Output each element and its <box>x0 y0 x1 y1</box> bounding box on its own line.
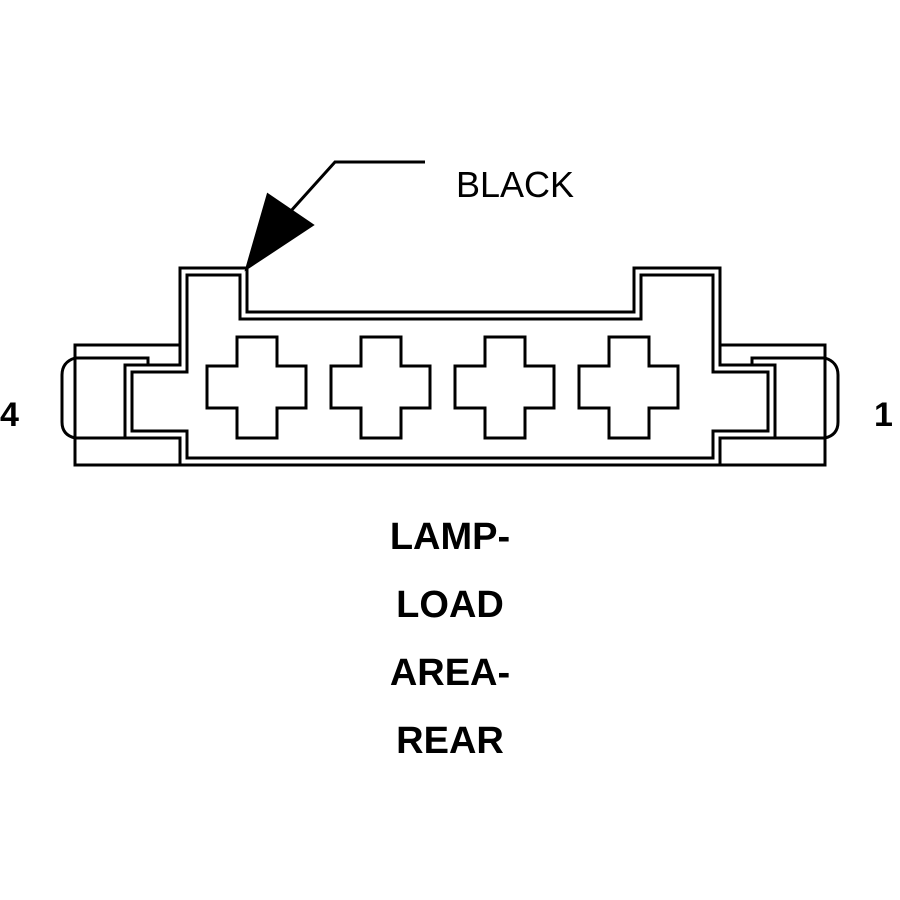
title-line-4: REAR <box>396 720 504 762</box>
pin-number-left: 4 <box>0 396 19 434</box>
cavity-2 <box>453 335 556 440</box>
right-latch-bump <box>824 356 840 440</box>
left-latch-outer <box>73 343 180 467</box>
title-line-3: AREA- <box>389 652 511 694</box>
connector-body-outer <box>123 266 777 467</box>
left-latch-inner <box>75 356 150 440</box>
callout-leader-line <box>288 160 425 214</box>
pin-number-right: 1 <box>874 396 893 434</box>
title-line-1: LAMP- <box>389 516 511 558</box>
cavity-4 <box>205 335 308 440</box>
connector-body-inner <box>130 273 770 460</box>
right-latch-outer <box>720 343 827 467</box>
title-line-2: LOAD <box>396 584 504 626</box>
cavity-3 <box>329 335 432 440</box>
callout-arrowhead <box>244 192 315 272</box>
cavity-1 <box>577 335 680 440</box>
connector-title: LAMP- LOAD AREA- REAR <box>300 514 600 786</box>
left-latch-bump <box>60 356 76 440</box>
right-latch-inner <box>750 356 825 440</box>
wire-color-callout: BLACK <box>456 164 575 205</box>
